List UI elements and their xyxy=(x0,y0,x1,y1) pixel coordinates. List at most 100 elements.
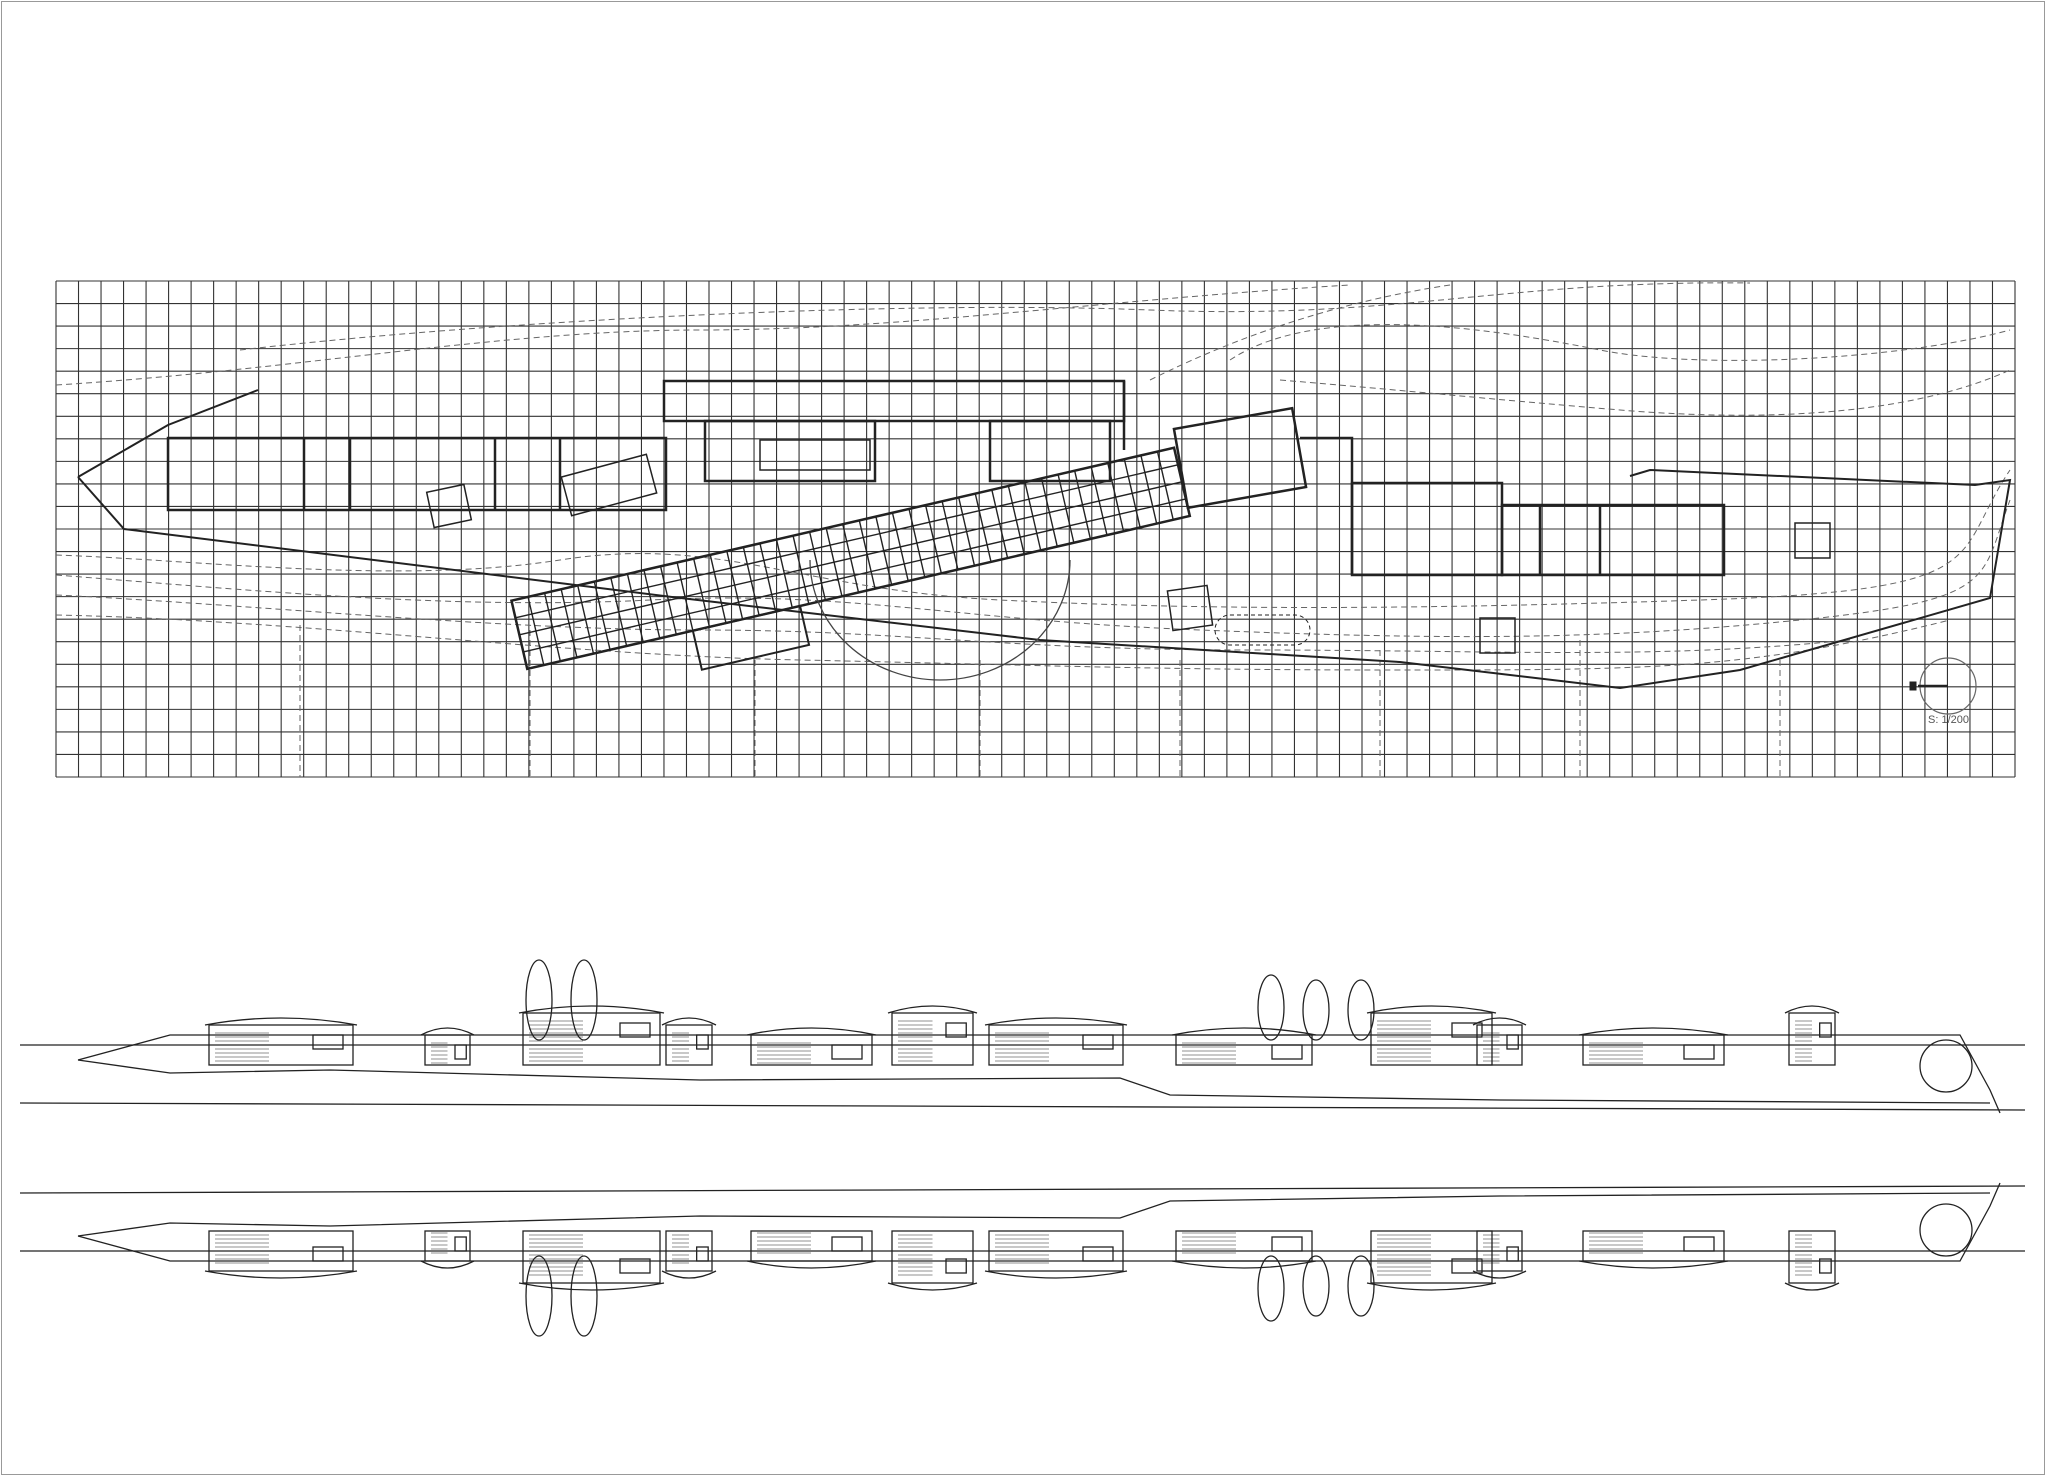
elevation-roof xyxy=(1784,1005,1840,1014)
elevation-window xyxy=(312,1246,344,1262)
elevation-building xyxy=(208,1230,354,1272)
tree xyxy=(570,1255,598,1337)
deck-line xyxy=(519,481,1183,636)
ground-line xyxy=(19,1185,2026,1194)
elevation-building xyxy=(1175,1034,1313,1066)
elevation-north-mirrored xyxy=(19,1182,2026,1337)
courtyard-arc xyxy=(809,559,1071,681)
elevation-roof xyxy=(746,1260,877,1269)
elevation-building xyxy=(1175,1230,1313,1262)
building-east xyxy=(1166,406,1831,654)
elevation-window xyxy=(1451,1258,1483,1274)
elevation-building xyxy=(424,1034,471,1066)
tree xyxy=(525,959,553,1041)
elevation-roof xyxy=(518,1282,665,1291)
elevation-roof xyxy=(1578,1260,1729,1269)
tree xyxy=(570,959,598,1041)
elevation-building xyxy=(891,1012,974,1066)
elevation-building xyxy=(1788,1012,1836,1066)
elevation-roof xyxy=(1171,1260,1317,1269)
elevation-roof xyxy=(1366,1282,1497,1291)
elevation-building xyxy=(750,1230,873,1262)
elevation-window xyxy=(696,1246,709,1262)
north-arrow xyxy=(1909,657,1977,715)
elevation-roof xyxy=(887,1282,978,1291)
elevation-roof xyxy=(984,1270,1128,1279)
deck-extension xyxy=(691,604,811,671)
elevation-roof xyxy=(204,1017,358,1026)
elevation-window xyxy=(619,1258,651,1274)
tree xyxy=(1257,1255,1285,1322)
tree xyxy=(1257,974,1285,1041)
elevation-window xyxy=(1819,1258,1832,1274)
elevation-roof xyxy=(420,1260,475,1269)
site-boundary xyxy=(77,389,2012,690)
scale-label: S: 1/200 xyxy=(1928,714,1969,726)
deck-line xyxy=(527,515,1190,670)
elevation-window xyxy=(945,1022,967,1038)
elevation-building xyxy=(750,1034,873,1066)
elevation-roof xyxy=(661,1017,717,1026)
elevation-roof xyxy=(1784,1282,1840,1291)
elevation-roof xyxy=(1366,1005,1497,1014)
diagonal-deck-grid xyxy=(509,446,1192,671)
deck-line xyxy=(511,447,1175,602)
elevation-roof xyxy=(204,1270,358,1279)
elevation-building xyxy=(988,1024,1124,1066)
deck-line xyxy=(510,600,528,670)
terrain-line xyxy=(77,1034,2001,1114)
elevation-building xyxy=(1788,1230,1836,1284)
elevation-roof xyxy=(1472,1270,1527,1279)
elevation-window xyxy=(1819,1022,1832,1038)
elevation-window xyxy=(1683,1236,1715,1252)
contour-lines xyxy=(55,282,2011,777)
ground-line xyxy=(19,1102,2026,1111)
tree xyxy=(1347,979,1375,1041)
elevation-building xyxy=(891,1230,974,1284)
elevation-window xyxy=(1506,1034,1519,1050)
elevation-south xyxy=(19,959,2026,1114)
elevation-window xyxy=(1683,1044,1715,1060)
elevation-building xyxy=(1476,1024,1523,1066)
elevation-building xyxy=(1582,1034,1725,1066)
terrain-line xyxy=(77,1192,1991,1237)
elevation-window xyxy=(1271,1236,1303,1252)
elevation-window xyxy=(831,1044,863,1060)
elevation-window xyxy=(1506,1246,1519,1262)
tree xyxy=(1919,1039,1973,1093)
elevation-building xyxy=(665,1230,713,1272)
elevation-window xyxy=(1451,1022,1483,1038)
elevation-roof xyxy=(420,1027,475,1036)
deck-line xyxy=(515,464,1179,619)
tree xyxy=(1302,1255,1330,1317)
elevation-window xyxy=(454,1236,467,1252)
elevation-building xyxy=(665,1024,713,1066)
tree xyxy=(1302,979,1330,1041)
elevation-roof xyxy=(518,1005,665,1014)
tree xyxy=(1347,1255,1375,1317)
elevation-roof xyxy=(1171,1027,1317,1036)
elevation-building xyxy=(1582,1230,1725,1262)
terrain-line xyxy=(77,1059,1991,1104)
elevation-roof xyxy=(1578,1027,1729,1036)
tree xyxy=(1919,1203,1973,1257)
elevation-building xyxy=(522,1012,661,1066)
deck-line xyxy=(523,498,1187,653)
elevation-window xyxy=(1082,1246,1114,1262)
tree xyxy=(525,1255,553,1337)
elevation-building xyxy=(988,1230,1124,1272)
elevation-window xyxy=(831,1236,863,1252)
elevation-window xyxy=(696,1034,709,1050)
elevation-window xyxy=(1082,1034,1114,1050)
elevation-building xyxy=(1370,1012,1493,1066)
elevation-window xyxy=(945,1258,967,1274)
elevation-building xyxy=(208,1024,354,1066)
elevation-window xyxy=(454,1044,467,1060)
building-central xyxy=(662,379,1126,483)
elevation-building xyxy=(522,1230,661,1284)
terrain-line xyxy=(77,1182,2001,1262)
elevation-window xyxy=(619,1022,651,1038)
elevation-roof xyxy=(887,1005,978,1014)
